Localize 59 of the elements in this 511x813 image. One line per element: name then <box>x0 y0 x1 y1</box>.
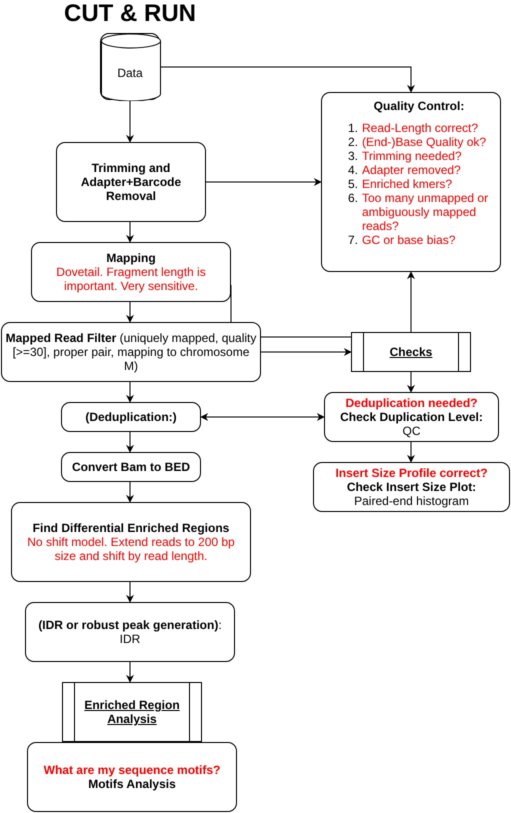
process-box <box>27 742 237 812</box>
node-label: (Deduplication:) <box>85 410 177 424</box>
arrow <box>160 66 415 93</box>
diagram-title: CUT & RUN <box>64 0 196 28</box>
arrow <box>126 432 134 453</box>
node-text: IDR <box>120 632 140 646</box>
process-box <box>324 392 499 442</box>
checklist-item: 2. (End-)Base Quality ok? <box>348 135 486 149</box>
arrow <box>407 442 415 463</box>
arrow <box>126 482 134 503</box>
checklist-item: 3. Trimming needed? <box>348 149 462 163</box>
note-text: No shift model. Extend reads to 200 bp size and shift by read length. <box>26 535 236 563</box>
node-label: (IDR or robust peak generation): <box>38 618 222 632</box>
arrow <box>126 382 134 403</box>
arrow <box>407 372 415 393</box>
node-label: Convert Bam to BED <box>72 460 190 474</box>
node-label: Enriched Region Analysis <box>83 698 181 726</box>
note-text: Dovetail. Fragment length is important. Very sensitive. <box>55 265 207 293</box>
node-label: Mapped Read Filter (uniquely mapped, quality [>=30], proper pair, mapping to chromosome M) <box>5 331 257 373</box>
note-text: Deduplication needed? <box>345 396 478 410</box>
node-text: Motifs Analysis <box>88 777 176 791</box>
node-text: Paired-end histogram <box>354 494 469 508</box>
process-box <box>25 602 235 662</box>
node-text: Check Insert Size Plot: <box>346 480 476 494</box>
connector-line <box>260 336 352 338</box>
checklist-item: 5. Enriched kmers? <box>348 177 452 191</box>
arrow <box>407 271 415 332</box>
arrow <box>126 100 134 143</box>
checklist-item: 6. Too many unmapped or ambiguously mapped reads? <box>348 191 490 233</box>
checklist-box <box>321 92 501 272</box>
note-text: What are my sequence motifs? <box>44 763 220 777</box>
process-box <box>31 242 231 302</box>
arrow <box>126 582 134 603</box>
node-text: Check Duplication Level: <box>340 410 483 424</box>
arrow <box>126 302 134 323</box>
arrow <box>126 222 134 243</box>
process-box <box>313 462 510 512</box>
arrow <box>200 413 325 421</box>
checklist-item: 1. Read-Length correct? <box>348 121 478 135</box>
process-box <box>1 322 261 382</box>
arrow <box>126 662 134 683</box>
node-label: Find Differential Enriched Regions <box>32 521 230 535</box>
arrow <box>206 178 322 186</box>
checklist-item: 4. Adapter removed? <box>348 163 461 177</box>
process-box <box>61 402 201 432</box>
arrow <box>260 348 352 356</box>
node-label: Mapping <box>106 251 156 265</box>
process-box <box>56 142 206 222</box>
node-text: QC <box>402 424 420 438</box>
subprocess-box <box>351 332 471 372</box>
node-label: Quality Control: <box>374 99 464 113</box>
process-box <box>61 452 201 482</box>
node-label: Data <box>117 66 143 80</box>
note-text: Insert Size Profile correct? <box>335 466 488 480</box>
checklist-item: 7. GC or base bias? <box>348 233 456 247</box>
node-label: Checks <box>388 345 434 359</box>
node-label: Trimming and Adapter+Barcode Removal <box>80 161 182 203</box>
subprocess-box <box>62 682 202 742</box>
process-box <box>11 502 251 582</box>
